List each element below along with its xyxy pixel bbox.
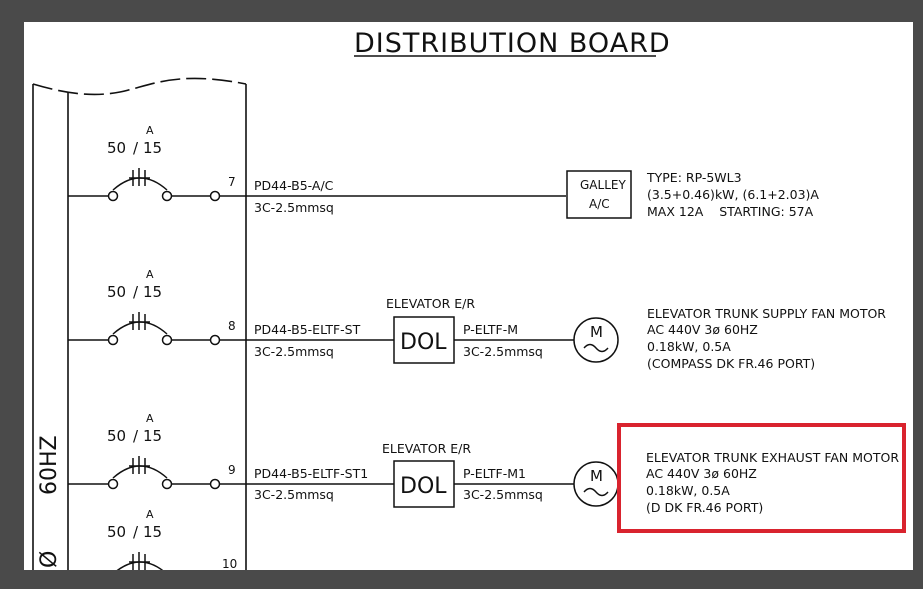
cable-tag: PD44-B5-A/C <box>254 178 334 193</box>
load-desc-line: ELEVATOR TRUNK EXHAUST FAN MOTOR <box>646 450 899 465</box>
load-desc-line: ELEVATOR TRUNK SUPPLY FAN MOTOR <box>647 306 886 321</box>
highlight-box <box>617 423 906 533</box>
breaker-separator: / <box>133 523 139 541</box>
motor-cable-size: 3C-2.5mmsq <box>463 487 543 502</box>
frame-top <box>0 0 923 22</box>
dol-label: DOL <box>400 330 447 355</box>
cable-size: 3C-2.5mmsq <box>254 200 334 215</box>
diagram-title: DISTRIBUTION BOARD <box>354 28 671 59</box>
phase-label: Ø <box>37 551 62 568</box>
breaker-rating: 50 <box>107 283 126 301</box>
load-desc-line: TYPE: RP-5WL3 <box>646 170 742 185</box>
ac-wave-icon <box>583 487 609 497</box>
motor-symbol-letter: M <box>590 323 603 341</box>
breaker-trip: 15 <box>143 283 162 301</box>
load-desc-line: AC 440V 3ø 60HZ <box>646 466 757 481</box>
starter-location: ELEVATOR E/R <box>386 296 475 311</box>
breaker-unit: A <box>146 412 154 425</box>
breaker-trip: 15 <box>143 139 162 157</box>
load-desc-line: (D DK FR.46 PORT) <box>646 500 763 515</box>
dol-starter-box <box>393 460 455 508</box>
load-desc-line: AC 440V 3ø 60HZ <box>647 322 758 337</box>
breaker-rating: 50 <box>107 523 126 541</box>
circuit-number: 7 <box>228 175 236 189</box>
frame-bottom <box>0 570 923 584</box>
circuit-number: 9 <box>228 463 236 477</box>
motor-cable-tag: P-ELTF-M1 <box>463 466 526 481</box>
frequency-label: 60HZ <box>37 435 62 495</box>
dol-label: DOL <box>400 474 447 499</box>
paper-sheet <box>24 22 913 570</box>
board-enclosure <box>32 77 247 570</box>
breaker-separator: / <box>133 427 139 445</box>
load-box-line1: GALLEY <box>580 178 626 192</box>
breaker-unit: A <box>146 268 154 281</box>
circuit-9: 50 / 15 A 9 PD44-B5-ELTF-ST1 3C-2.5mmsq … <box>68 412 899 515</box>
breaker-symbol <box>68 312 574 346</box>
galley-ac-box <box>566 170 632 219</box>
cable-size: 3C-2.5mmsq <box>254 344 334 359</box>
breaker-symbol <box>68 456 574 490</box>
load-desc-line: (COMPASS DK FR.46 PORT) <box>647 356 815 371</box>
motor-cable-size: 3C-2.5mmsq <box>463 344 543 359</box>
breaker-unit: A <box>146 508 154 521</box>
motor-cable-tag: P-ELTF-M <box>463 322 518 337</box>
motor-symbol-letter: M <box>590 467 603 485</box>
frame-right <box>913 0 923 584</box>
breaker-rating: 50 <box>107 427 126 445</box>
breaker-rating: 50 <box>107 139 126 157</box>
circuit-number: 8 <box>228 319 236 333</box>
breaker-trip: 15 <box>143 523 162 541</box>
breaker-trip: 15 <box>143 427 162 445</box>
breaker-unit: A <box>146 124 154 137</box>
dol-starter-box <box>393 316 455 364</box>
starter-location: ELEVATOR E/R <box>382 441 471 456</box>
circuit-8: 50 / 15 A 8 PD44-B5-ELTF-ST 3C-2.5mmsq E… <box>68 268 886 371</box>
ac-wave-icon <box>583 343 609 353</box>
breaker-separator: / <box>133 139 139 157</box>
cable-size: 3C-2.5mmsq <box>254 487 334 502</box>
cable-tag: PD44-B5-ELTF-ST1 <box>254 466 368 481</box>
breaker-symbol <box>68 168 566 202</box>
circuit-number: 10 <box>222 557 237 571</box>
load-desc-line: 0.18kW, 0.5A <box>647 339 731 354</box>
load-box-line2: A/C <box>589 197 610 211</box>
frame-left <box>0 0 24 584</box>
breaker-separator: / <box>133 283 139 301</box>
load-desc-line: MAX 12A STARTING: 57A <box>647 204 814 219</box>
load-desc-line: (3.5+0.46)kW, (6.1+2.03)A <box>647 187 819 202</box>
cable-tag: PD44-B5-ELTF-ST <box>254 322 361 337</box>
motor-symbol <box>573 317 619 363</box>
circuit-7: 50 / 15 A 7 PD44-B5-A/C 3C-2.5mmsq GALLE… <box>68 124 819 219</box>
load-desc-line: 0.18kW, 0.5A <box>646 483 730 498</box>
